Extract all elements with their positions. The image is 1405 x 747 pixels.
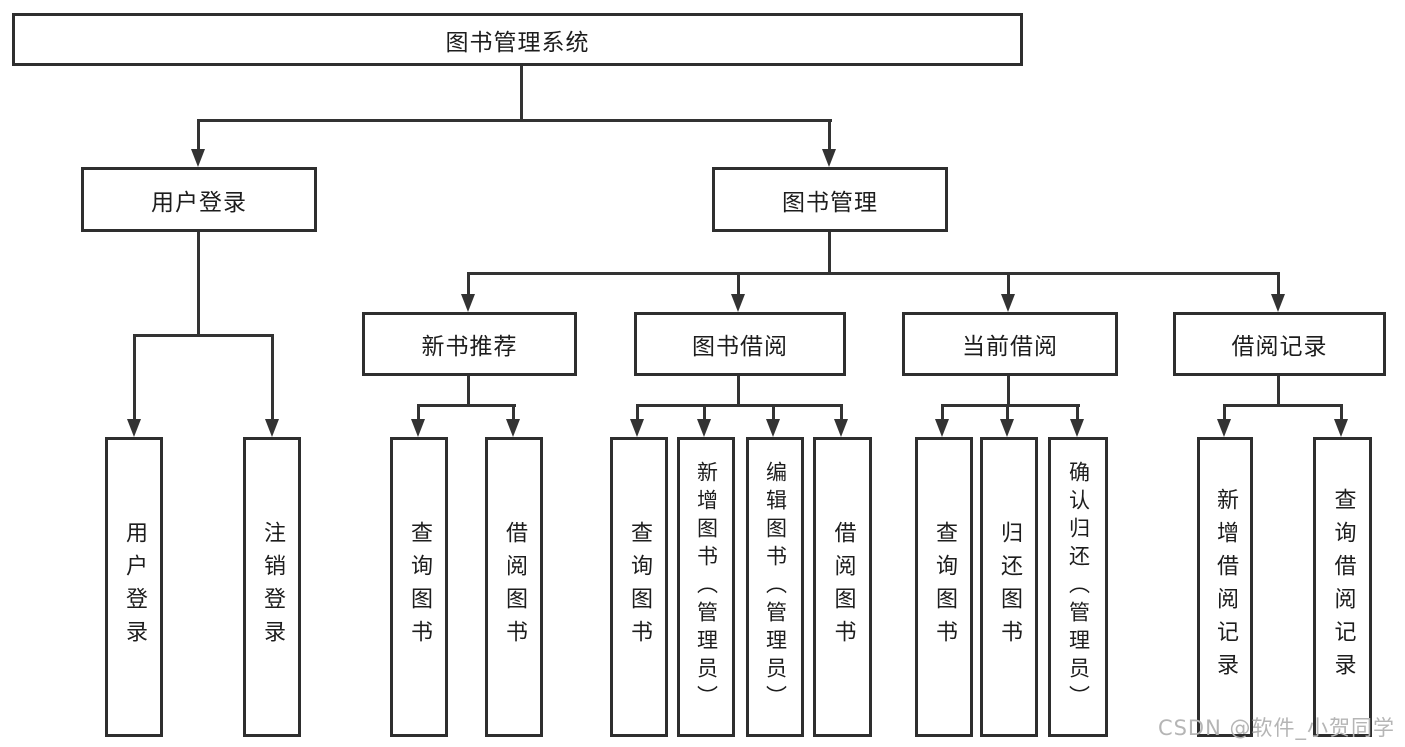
connector-line bbox=[1076, 404, 1079, 420]
leaf-borrow-query-books: 查询图书 bbox=[610, 437, 668, 737]
arrow-down-icon bbox=[265, 419, 279, 437]
connector-line bbox=[520, 66, 523, 121]
connector-line bbox=[840, 404, 843, 420]
connector-line bbox=[467, 272, 470, 296]
leaf-newbook-query-books: 查询图书 bbox=[390, 437, 448, 737]
leaf-records-query-record: 查询借阅记录 bbox=[1313, 437, 1372, 737]
leaf-current-query-books: 查询图书 bbox=[915, 437, 973, 737]
arrow-down-icon bbox=[935, 419, 949, 437]
arrow-down-icon bbox=[127, 419, 141, 437]
arrow-down-icon bbox=[822, 149, 836, 167]
node-label: 当前借阅 bbox=[962, 334, 1058, 360]
leaf-label: 借阅图书 bbox=[502, 521, 527, 653]
connector-line bbox=[828, 232, 831, 274]
connector-line bbox=[1007, 376, 1010, 406]
leaf-current-confirm-return-admin: 确认归还（管理员） bbox=[1048, 437, 1108, 737]
arrow-down-icon bbox=[191, 149, 205, 167]
arrow-down-icon bbox=[1271, 294, 1285, 312]
connector-line bbox=[417, 404, 420, 420]
arrow-down-icon bbox=[506, 419, 520, 437]
connector-line bbox=[197, 119, 200, 151]
connector-line bbox=[133, 334, 274, 337]
leaf-label: 新增借阅记录 bbox=[1213, 488, 1238, 686]
arrow-down-icon bbox=[1070, 419, 1084, 437]
connector-line bbox=[1223, 404, 1343, 407]
node-label: 图书管理 bbox=[782, 189, 878, 216]
leaf-newbook-borrow-books: 借阅图书 bbox=[485, 437, 543, 737]
connector-line bbox=[1277, 376, 1280, 406]
connector-line bbox=[197, 119, 832, 122]
connector-line bbox=[1277, 272, 1280, 296]
connector-line bbox=[197, 232, 200, 337]
node-book-borrow: 图书借阅 bbox=[634, 312, 846, 376]
leaf-label: 确认归还（管理员） bbox=[1066, 461, 1091, 713]
connector-line bbox=[828, 119, 831, 151]
connector-line bbox=[772, 404, 775, 420]
leaf-label: 编辑图书（管理员） bbox=[763, 461, 788, 713]
node-new-book-recommend: 新书推荐 bbox=[362, 312, 577, 376]
connector-line bbox=[737, 272, 740, 296]
connector-line bbox=[1223, 404, 1226, 420]
connector-line bbox=[636, 404, 843, 407]
leaf-label: 新增图书（管理员） bbox=[694, 461, 719, 713]
connector-line bbox=[941, 404, 944, 420]
leaf-user-login: 用户登录 bbox=[105, 437, 163, 737]
arrow-down-icon bbox=[731, 294, 745, 312]
leaf-records-add-record: 新增借阅记录 bbox=[1197, 437, 1253, 737]
leaf-borrow-add-books-admin: 新增图书（管理员） bbox=[677, 437, 735, 737]
leaf-label: 查询图书 bbox=[407, 521, 432, 653]
connector-line bbox=[512, 404, 515, 420]
arrow-down-icon bbox=[697, 419, 711, 437]
watermark: CSDN @软件_小贺同学 bbox=[1157, 716, 1395, 740]
node-label: 图书管理系统 bbox=[445, 29, 590, 56]
node-label: 借阅记录 bbox=[1231, 334, 1328, 360]
connector-line bbox=[703, 404, 706, 420]
connector-line bbox=[1007, 272, 1010, 296]
leaf-current-return-books: 归还图书 bbox=[980, 437, 1038, 737]
node-label: 用户登录 bbox=[151, 189, 247, 216]
arrow-down-icon bbox=[834, 419, 848, 437]
leaf-label: 查询图书 bbox=[932, 521, 957, 653]
connector-line bbox=[468, 272, 1280, 275]
leaf-label: 查询图书 bbox=[627, 521, 652, 653]
connector-line bbox=[1340, 404, 1343, 420]
leaf-borrow-edit-books-admin: 编辑图书（管理员） bbox=[746, 437, 804, 737]
connector-line bbox=[737, 376, 740, 406]
arrow-down-icon bbox=[1001, 294, 1015, 312]
arrow-down-icon bbox=[1217, 419, 1231, 437]
node-current-borrow: 当前借阅 bbox=[902, 312, 1118, 376]
node-book-management: 图书管理 bbox=[712, 167, 948, 232]
arrow-down-icon bbox=[630, 419, 644, 437]
node-root: 图书管理系统 bbox=[12, 13, 1023, 66]
connector-line bbox=[271, 334, 274, 420]
leaf-label: 归还图书 bbox=[997, 521, 1022, 653]
leaf-label: 用户登录 bbox=[122, 521, 147, 653]
arrow-down-icon bbox=[1000, 419, 1014, 437]
connector-line bbox=[133, 334, 136, 420]
arrow-down-icon bbox=[1334, 419, 1348, 437]
leaf-label: 借阅图书 bbox=[830, 521, 856, 653]
node-label: 新书推荐 bbox=[421, 334, 518, 360]
node-user-login: 用户登录 bbox=[81, 167, 317, 232]
node-label: 图书借阅 bbox=[692, 334, 788, 360]
leaf-borrow-borrow-books: 借阅图书 bbox=[813, 437, 872, 737]
arrow-down-icon bbox=[766, 419, 780, 437]
leaf-label: 查询借阅记录 bbox=[1330, 488, 1356, 686]
connector-line bbox=[467, 376, 470, 406]
node-borrow-records: 借阅记录 bbox=[1173, 312, 1386, 376]
leaf-label: 注销登录 bbox=[260, 521, 285, 653]
connector-line bbox=[417, 404, 516, 407]
connector-line bbox=[636, 404, 639, 420]
arrow-down-icon bbox=[411, 419, 425, 437]
leaf-logout: 注销登录 bbox=[243, 437, 301, 737]
connector-line bbox=[941, 404, 1080, 407]
connector-line bbox=[1006, 404, 1009, 420]
arrow-down-icon bbox=[461, 294, 475, 312]
